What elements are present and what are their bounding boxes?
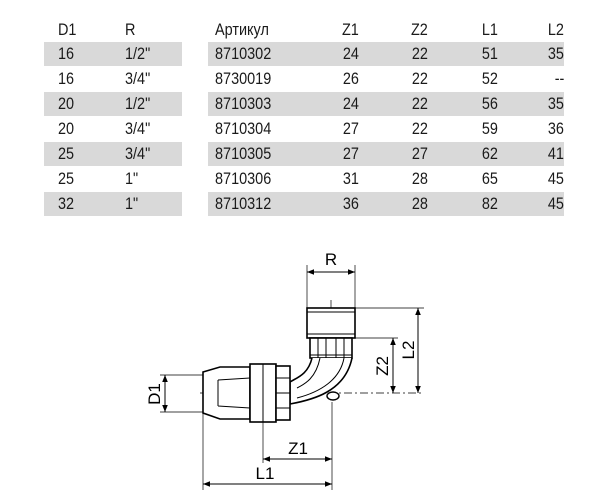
- cell-l2: 35: [547, 44, 564, 63]
- label-z1: Z1: [288, 439, 308, 458]
- cell-article: 8710303: [215, 94, 272, 113]
- header-article: Артикул: [215, 20, 269, 39]
- cell-l1: 62: [481, 144, 498, 163]
- row-shading: [208, 192, 564, 216]
- cell-article: 8710312: [215, 194, 272, 213]
- row-shading: [44, 142, 182, 166]
- row-shading: [208, 92, 564, 116]
- cell-r: 3/4": [125, 119, 151, 138]
- cell-z2: 22: [411, 94, 428, 113]
- cell-l1: 82: [481, 194, 498, 213]
- cell-article: 8710302: [215, 44, 272, 63]
- cell-z2: 27: [411, 144, 428, 163]
- cell-z1: 27: [342, 144, 359, 163]
- row-shading: [44, 192, 182, 216]
- cell-z1: 26: [342, 69, 359, 88]
- cell-z2: 22: [411, 119, 428, 138]
- header-d1: D1: [58, 20, 77, 39]
- header-r: R: [125, 20, 136, 39]
- row-shading: [44, 92, 182, 116]
- cell-r: 3/4": [125, 144, 151, 163]
- cell-l2: 41: [547, 144, 564, 163]
- label-l2: L2: [399, 341, 418, 360]
- press-sleeve: [202, 366, 251, 420]
- cell-z2: 28: [411, 194, 428, 213]
- cell-l2: 45: [547, 169, 564, 188]
- row-shading: [208, 142, 564, 166]
- cell-r: 1": [125, 169, 139, 188]
- cell-article: 8710306: [215, 169, 272, 188]
- cell-r: 1": [125, 194, 139, 213]
- cell-d1: 20: [58, 119, 75, 138]
- header-z1: Z1: [342, 20, 359, 39]
- label-r: R: [325, 250, 337, 269]
- header-l2: L2: [547, 20, 564, 39]
- label-d1: D1: [145, 383, 164, 405]
- cell-article: 8730019: [215, 69, 272, 88]
- label-l1: L1: [256, 464, 275, 483]
- row-shading: [44, 42, 182, 66]
- cell-z1: 27: [342, 119, 359, 138]
- cell-z1: 36: [342, 194, 359, 213]
- cell-l1: 59: [481, 119, 498, 138]
- cell-z1: 24: [342, 94, 359, 113]
- cell-article: 8710304: [215, 119, 272, 138]
- cell-r: 3/4": [125, 69, 151, 88]
- cell-r: 1/2": [125, 94, 151, 113]
- cell-d1: 20: [58, 94, 75, 113]
- cell-d1: 25: [58, 144, 75, 163]
- cell-d1: 16: [58, 69, 75, 88]
- cell-l2: 35: [547, 94, 564, 113]
- cell-z2: 22: [411, 44, 428, 63]
- cell-l2: 45: [547, 194, 564, 213]
- cell-l2: 36: [547, 119, 564, 138]
- cell-z1: 31: [342, 169, 359, 188]
- label-z2: Z2: [373, 356, 392, 376]
- cell-l2: --: [554, 69, 564, 88]
- header-z2: Z2: [411, 20, 428, 39]
- cell-z1: 24: [342, 44, 359, 63]
- cell-l1: 65: [481, 169, 498, 188]
- cell-article: 8710305: [215, 144, 272, 163]
- cell-r: 1/2": [125, 44, 151, 63]
- cell-l1: 56: [481, 94, 498, 113]
- cell-z2: 22: [411, 69, 428, 88]
- row-shading: [208, 42, 564, 66]
- cell-l1: 52: [481, 69, 498, 88]
- cell-d1: 32: [58, 194, 75, 213]
- cell-d1: 16: [58, 44, 75, 63]
- cell-d1: 25: [58, 169, 75, 188]
- header-l1: L1: [481, 20, 498, 39]
- cell-l1: 51: [481, 44, 498, 63]
- cell-z2: 28: [411, 169, 428, 188]
